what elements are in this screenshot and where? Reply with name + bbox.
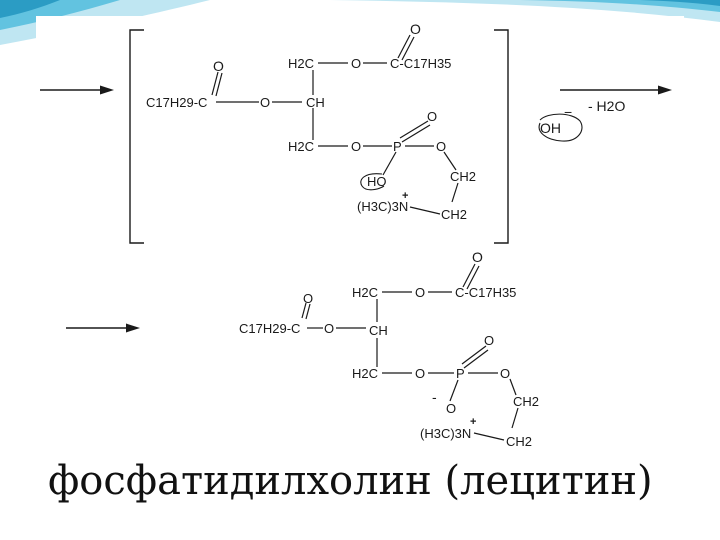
prod-c17h35: C-C17H35	[455, 285, 516, 300]
prod-o-left: O	[303, 291, 313, 306]
arrow-product	[66, 323, 140, 333]
prod-ch2-lower: CH2	[506, 434, 532, 449]
int-plus: +	[402, 190, 408, 202]
int-h2c-top: H2C	[288, 56, 314, 71]
product-bonds	[301, 263, 519, 441]
int-ch2-lower: CH2	[441, 207, 467, 222]
int-o-top: O	[410, 21, 421, 37]
prod-o-p-right: O	[500, 366, 510, 381]
int-o-mid: O	[260, 95, 270, 110]
bracket-right	[494, 29, 509, 244]
reagent-oh-circle	[538, 113, 583, 142]
int-ch2-upper: CH2	[450, 169, 476, 184]
prod-o-ester-top: O	[415, 285, 425, 300]
prod-o-anion: O	[446, 401, 456, 416]
prod-o-mid: O	[324, 321, 334, 336]
intermediate-bonds	[211, 34, 459, 215]
prod-h2c-top: H2C	[352, 285, 378, 300]
int-o-p-right: O	[436, 139, 446, 154]
prod-minus: -	[432, 389, 437, 405]
int-ho-circle	[360, 173, 385, 191]
int-trimethylamine: (H3C)3N	[357, 199, 408, 214]
prod-ch: CH	[369, 323, 388, 338]
int-o-bottom: O	[351, 139, 361, 154]
int-o-left: O	[213, 58, 224, 74]
prod-o-top: O	[472, 249, 483, 265]
prod-h2c-bottom: H2C	[352, 366, 378, 381]
int-p: P	[393, 139, 402, 154]
prod-ch2-upper: CH2	[513, 394, 539, 409]
int-c17h29: C17H29-C	[146, 95, 207, 110]
int-ch: CH	[306, 95, 325, 110]
prod-p: P	[456, 366, 465, 381]
bracket-left	[129, 29, 144, 244]
prod-plus: +	[470, 416, 476, 428]
prod-o-p-top: O	[484, 333, 494, 348]
diagram-panel	[36, 16, 684, 452]
reagent-oh: OH	[540, 120, 561, 136]
prod-trimethylamine: (H3C)3N	[420, 426, 471, 441]
int-o-ester-top: O	[351, 56, 361, 71]
arrow-in	[40, 85, 114, 95]
prod-c17h29: C17H29-C	[239, 321, 300, 336]
int-c17h35: C-C17H35	[390, 56, 451, 71]
arrow-out	[560, 85, 672, 95]
reagent-minus: −	[564, 104, 572, 120]
int-o-p-top: O	[427, 109, 437, 124]
caption-title: фосфатидилхолин (лецитин)	[48, 458, 653, 504]
int-h2c-bottom: H2C	[288, 139, 314, 154]
reagent-water: - H2O	[588, 98, 625, 114]
int-ho: HO	[367, 174, 387, 189]
prod-o-bottom: O	[415, 366, 425, 381]
